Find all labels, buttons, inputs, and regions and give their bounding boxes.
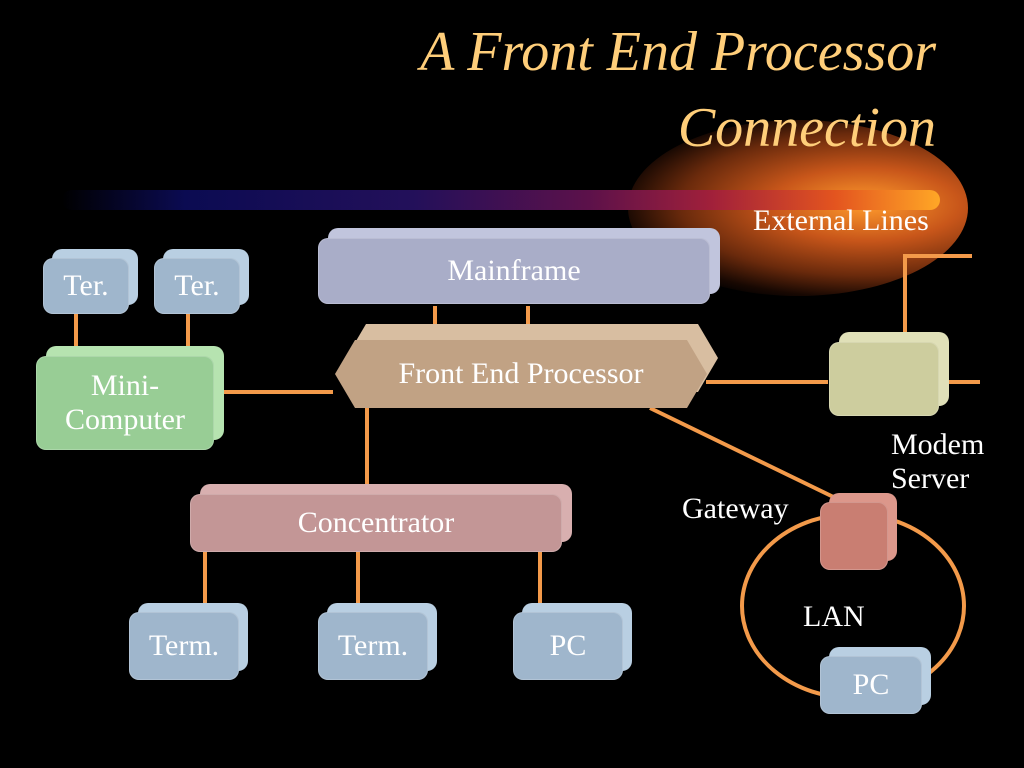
terminal-1-label: Term.: [148, 629, 220, 663]
external-lines-label: External Lines: [753, 204, 929, 237]
lan-label: LAN: [803, 600, 865, 633]
front-end-processor-label: Front End Processor: [398, 357, 644, 391]
mainframe-box: Mainframe: [318, 238, 710, 304]
external-line-1: [903, 254, 972, 342]
terminal-1-box: Term.: [129, 612, 239, 680]
mini-computer-label: Mini- Computer: [65, 369, 185, 436]
link-fep-gateway: [649, 406, 853, 508]
title-line-1: A Front End Processor: [420, 21, 936, 83]
gateway-box: [820, 502, 888, 570]
terminal-small-2-label: Ter.: [174, 269, 220, 303]
modem-server-label: Modem Server: [891, 428, 985, 495]
mainframe-label: Mainframe: [447, 254, 581, 288]
concentrator-box: Concentrator: [190, 494, 562, 552]
concentrator-label: Concentrator: [297, 506, 455, 540]
terminal-small-1-label: Ter.: [63, 269, 109, 303]
gateway-label: Gateway: [682, 492, 789, 525]
lan-pc-box: PC: [820, 656, 922, 714]
terminal-2-label: Term.: [337, 629, 409, 663]
terminal-small-1-box: Ter.: [43, 258, 129, 314]
pc-1-label: PC: [549, 629, 587, 663]
terminal-2-box: Term.: [318, 612, 428, 680]
pc-1-box: PC: [513, 612, 623, 680]
title-underline-bar: [62, 190, 940, 210]
terminal-small-2-box: Ter.: [154, 258, 240, 314]
title-line-2: Connection: [677, 97, 936, 159]
front-end-processor-box: Front End Processor: [335, 340, 707, 408]
lan-pc-label: PC: [852, 668, 890, 702]
mini-computer-box: Mini- Computer: [36, 356, 214, 450]
modem-server-box: [829, 342, 939, 416]
